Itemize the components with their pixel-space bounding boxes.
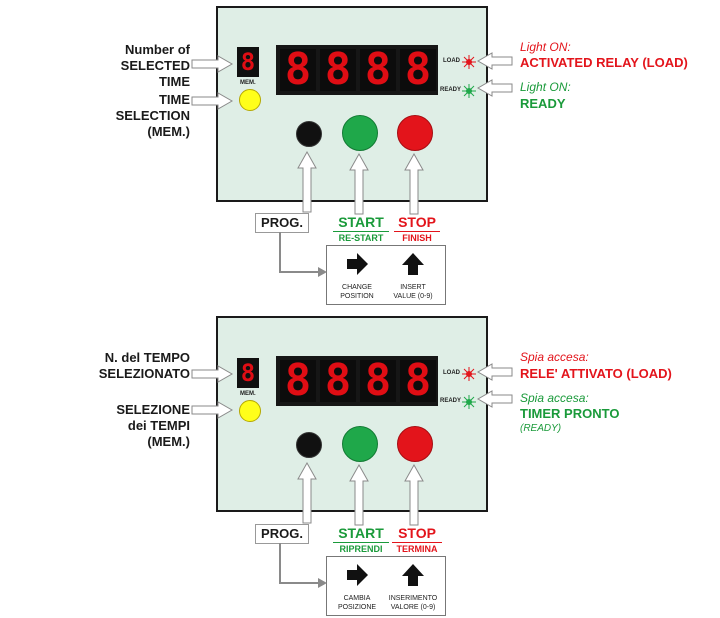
display-digit: 8: [360, 47, 396, 93]
label-time-selection: SELEZIONE dei TEMPI (MEM.): [116, 402, 190, 449]
pointer-arrow-icon: [404, 152, 424, 215]
start-button[interactable]: [342, 426, 378, 462]
label-number-selected-time: Number of SELECTED TIME: [120, 42, 190, 89]
pointer-arrow-icon: [191, 55, 234, 73]
pointer-arrow-icon: [476, 79, 513, 97]
load-led-caption: LOAD: [443, 370, 460, 376]
pointer-arrow-icon: [191, 365, 234, 383]
stop-label: STOP: [398, 214, 436, 230]
pointer-arrow-icon: [349, 463, 369, 526]
main-digit-display: 8 8 8 8: [276, 356, 438, 406]
pointer-arrow-icon: [476, 390, 513, 408]
start-button[interactable]: [342, 115, 378, 151]
start-sub-label: RIPRENDI: [339, 544, 383, 554]
ready-note: TIMER PRONTO: [520, 406, 620, 421]
ready-note-intro: Spia accesa:: [520, 391, 589, 405]
main-digit-display: 8 8 8 8: [276, 45, 438, 95]
start-sub-label: RE-START: [338, 233, 384, 243]
load-note: RELE' ATTIVATO (LOAD): [520, 366, 672, 381]
ready-note-intro: Light ON:: [520, 80, 571, 94]
mem-selection-button[interactable]: [239, 89, 261, 111]
selected-time-mini-display: 8: [237, 47, 259, 77]
pointer-arrow-icon: [404, 463, 424, 526]
display-digit: 8: [360, 358, 396, 404]
label-time-selection: TIME SELECTION (MEM.): [115, 92, 190, 139]
label-number-selected-time: N. del TEMPO SELEZIONATO: [98, 350, 190, 381]
pointer-arrow-icon: [297, 461, 317, 524]
load-note-intro: Light ON:: [520, 40, 571, 54]
pointer-arrow-icon: [476, 52, 513, 70]
arrow-right-icon: [345, 252, 369, 281]
display-digit: 8: [320, 47, 356, 93]
load-led-icon: [462, 367, 476, 386]
stop-underline: [392, 542, 442, 543]
arrow-right-icon: [345, 563, 369, 592]
display-digit: 8: [280, 358, 316, 404]
pointer-arrow-icon: [476, 363, 513, 381]
display-digit: 8: [400, 358, 436, 404]
arrow-up-icon: [401, 563, 425, 592]
prog-button[interactable]: [296, 121, 322, 147]
pointer-arrow-icon: [191, 401, 234, 419]
prog-label-box: PROG.: [255, 524, 309, 544]
ready-note-extra: (READY): [520, 423, 562, 434]
pointer-arrow-icon: [191, 92, 234, 110]
display-digit: 8: [280, 47, 316, 93]
load-led-caption: LOAD: [443, 58, 460, 64]
prog-button[interactable]: [296, 432, 322, 458]
display-digit: 8: [320, 358, 356, 404]
start-underline: [333, 542, 389, 543]
start-label: START: [338, 214, 384, 230]
ready-note: READY: [520, 96, 566, 111]
stop-button[interactable]: [397, 115, 433, 151]
mem-caption: MEM.: [240, 391, 256, 397]
mem-selection-button[interactable]: [239, 400, 261, 422]
start-label: START: [338, 525, 384, 541]
stop-sub-label: TERMINA: [396, 544, 438, 554]
ready-led-icon: [462, 84, 476, 103]
start-underline: [333, 231, 389, 232]
stop-sub-label: FINISH: [402, 233, 432, 243]
stop-button[interactable]: [397, 426, 433, 462]
mem-caption: MEM.: [240, 80, 256, 86]
ready-led-icon: [462, 395, 476, 414]
load-led-icon: [462, 55, 476, 74]
stop-underline: [394, 231, 440, 232]
ready-led-caption: READY: [440, 398, 462, 404]
prog-label-box: PROG.: [255, 213, 309, 233]
pointer-arrow-icon: [297, 150, 317, 213]
display-digit: 8: [400, 47, 436, 93]
pointer-arrow-icon: [349, 152, 369, 215]
stop-label: STOP: [398, 525, 436, 541]
load-note-intro: Spia accesa:: [520, 350, 589, 364]
selected-time-mini-display: 8: [237, 358, 259, 388]
arrow-up-icon: [401, 252, 425, 281]
ready-led-caption: READY: [440, 87, 462, 93]
load-note: ACTIVATED RELAY (LOAD): [520, 55, 688, 70]
